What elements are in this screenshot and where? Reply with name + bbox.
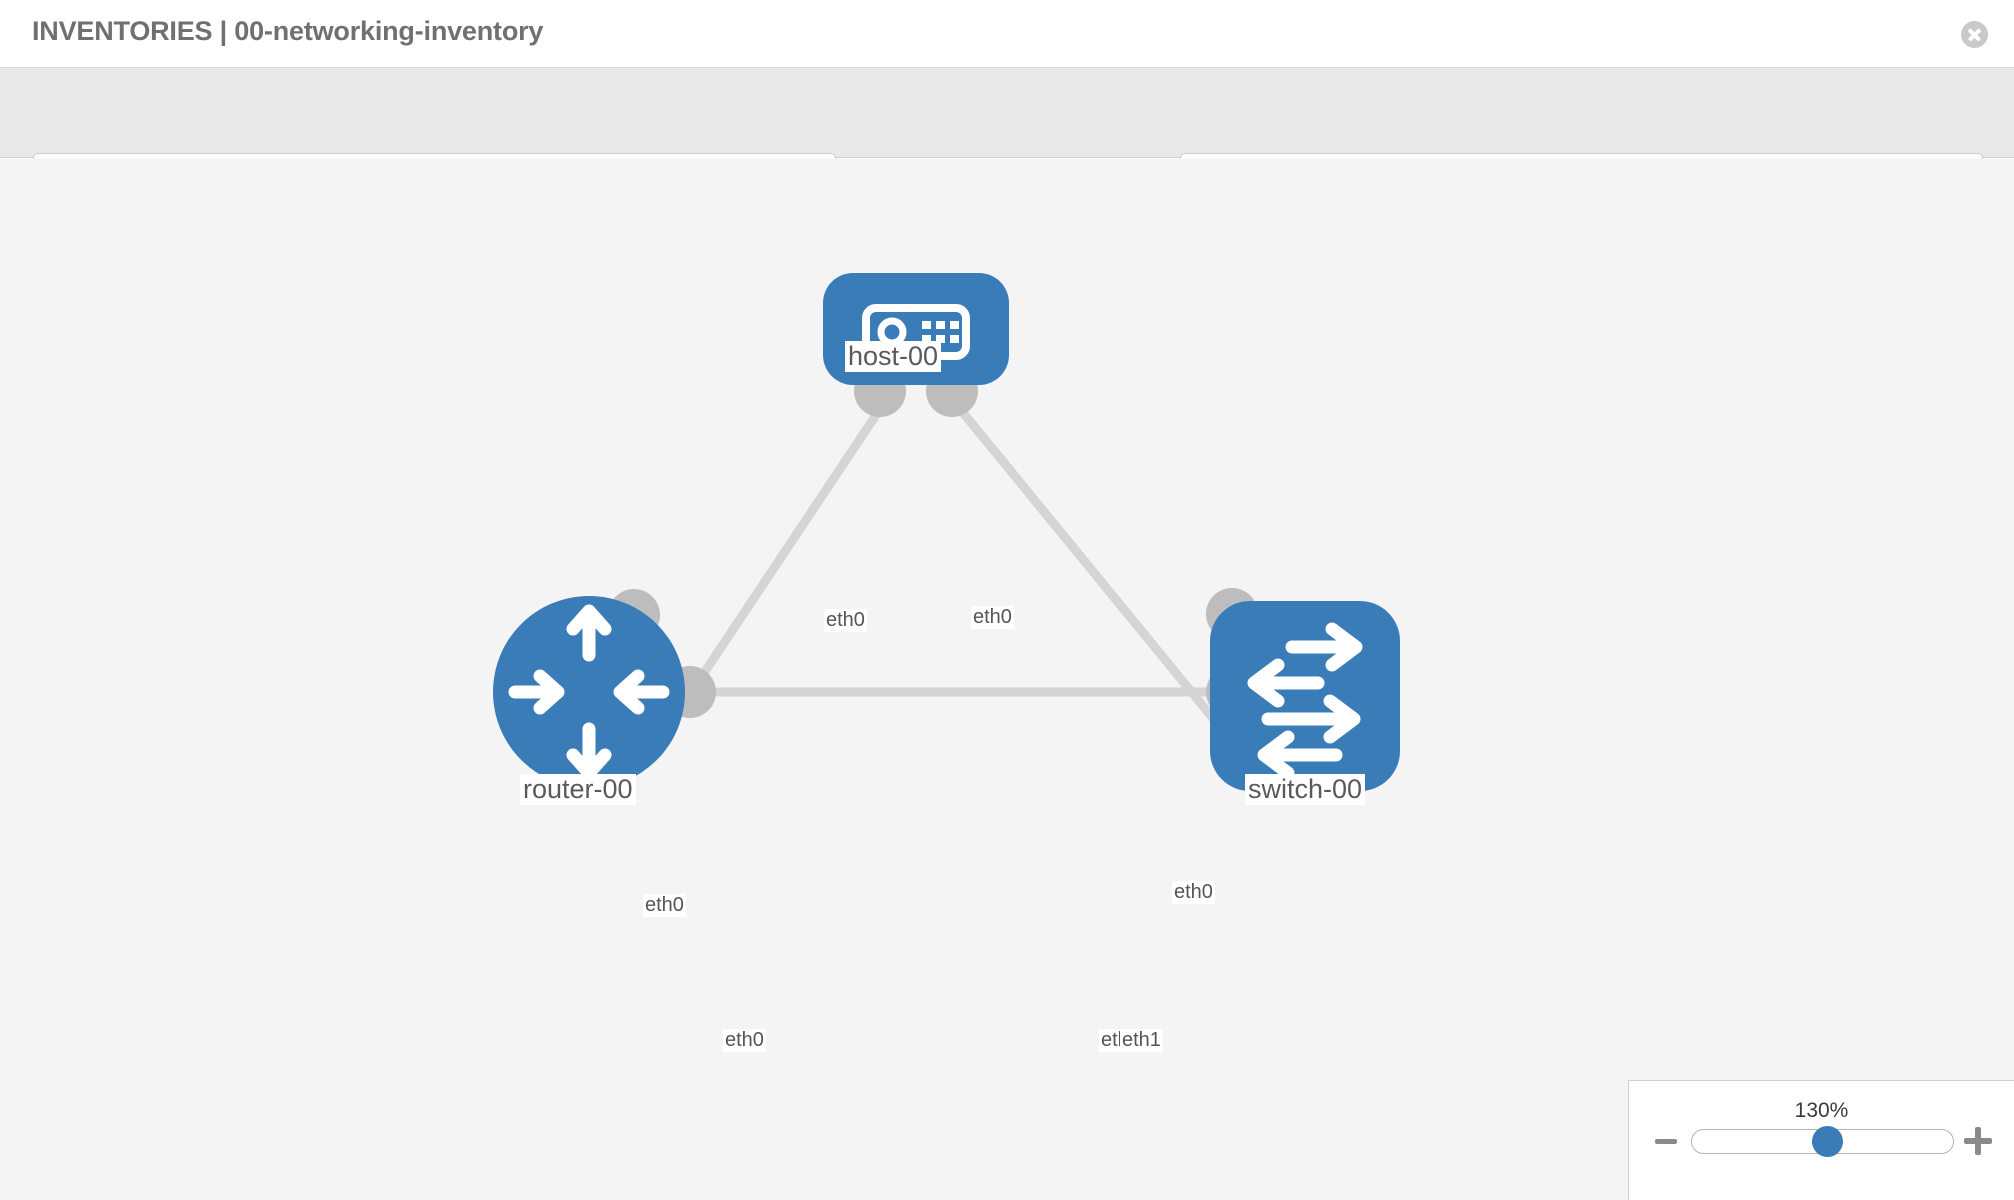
iface-label: eth0 <box>643 894 686 917</box>
minus-icon[interactable] <box>1655 1139 1677 1144</box>
node-switch-00[interactable] <box>1210 601 1400 791</box>
topology-edges <box>656 406 1234 742</box>
iface-label: eth0 <box>971 606 1014 629</box>
node-label-router-00: router-00 <box>520 774 636 806</box>
page-title: INVENTORIES | 00-networking-inventory <box>32 16 544 46</box>
node-router-00[interactable] <box>493 596 685 788</box>
zoom-slider-thumb[interactable] <box>1812 1126 1843 1157</box>
node-label-switch-00: switch-00 <box>1245 774 1366 806</box>
node-label-host-00: host-00 <box>845 341 942 373</box>
iface-label: eth0 <box>1172 881 1215 904</box>
topology-graph[interactable] <box>0 159 2014 1200</box>
zoom-level-value: 130% <box>1794 1099 1849 1122</box>
iface-label: eth1 <box>1120 1029 1163 1052</box>
toolbar: ACTIONS SEARCH <box>0 68 2014 208</box>
edge-host00-switch00 <box>956 406 1234 742</box>
zoom-control-panel: 130% <box>1628 1080 2014 1200</box>
iface-label: eth0 <box>723 1029 766 1052</box>
topology-canvas[interactable]: host-00 router-00 switch-00 eth0 eth0 et… <box>0 159 2014 1200</box>
router-arrows-icon <box>508 604 670 780</box>
iface-label: eth0 <box>824 609 867 632</box>
close-icon[interactable] <box>1961 21 1988 48</box>
page-header: INVENTORIES | 00-networking-inventory <box>0 0 2014 68</box>
switch-arrows-icon <box>1247 622 1363 780</box>
plus-icon[interactable] <box>1964 1127 1992 1155</box>
